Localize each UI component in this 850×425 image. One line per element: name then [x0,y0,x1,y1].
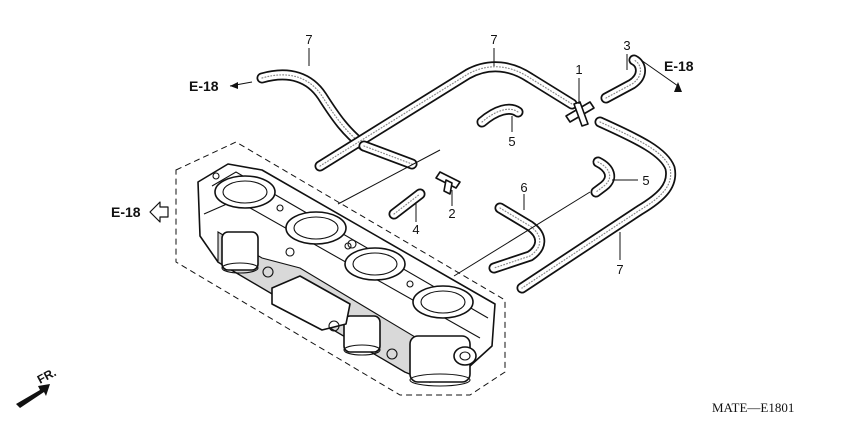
intake-2 [285,211,347,245]
callout-7-bottom-right: 7 [616,262,623,277]
assembly-dashed-outline [175,141,506,396]
arrow-left-icon [229,81,253,89]
hose-7-top-middle [314,61,578,172]
callout-6: 6 [520,180,527,195]
hose-6 [488,202,546,274]
intake-3 [344,247,406,281]
reference-e18-top-left: E-18 [189,78,219,94]
intake-4 [412,285,474,319]
intake-1 [214,175,276,209]
arrow-up-icon [674,82,682,92]
callout-3: 3 [623,38,630,53]
callout-5-right: 5 [642,173,649,188]
reference-e18-top-right: E-18 [664,58,694,74]
hose-7-top-left [256,69,370,152]
callout-1: 1 [575,62,582,77]
hose-5-right [590,156,616,198]
callout-7-top-middle: 7 [490,32,497,47]
hose-4 [388,188,426,220]
hose-3 [600,54,646,104]
tee-joint-2 [435,171,461,195]
throttle-body-assembly [197,163,496,387]
hollow-arrow-left-icon [149,201,169,223]
front-direction-arrow-icon [16,384,50,408]
cross-joint-1 [565,101,595,127]
hose-5-middle [476,103,524,128]
diagram-code: MATE—E1801 [712,400,794,415]
callout-4: 4 [412,222,419,237]
reference-e18-left: E-18 [111,204,141,220]
callout-2: 2 [448,206,455,221]
callout-5-middle: 5 [508,134,515,149]
hose-7-bottom-right [516,116,677,294]
hose-7-lower-segment [358,140,418,170]
front-direction-label: FR. [35,365,59,386]
callout-7-top-left: 7 [305,32,312,47]
